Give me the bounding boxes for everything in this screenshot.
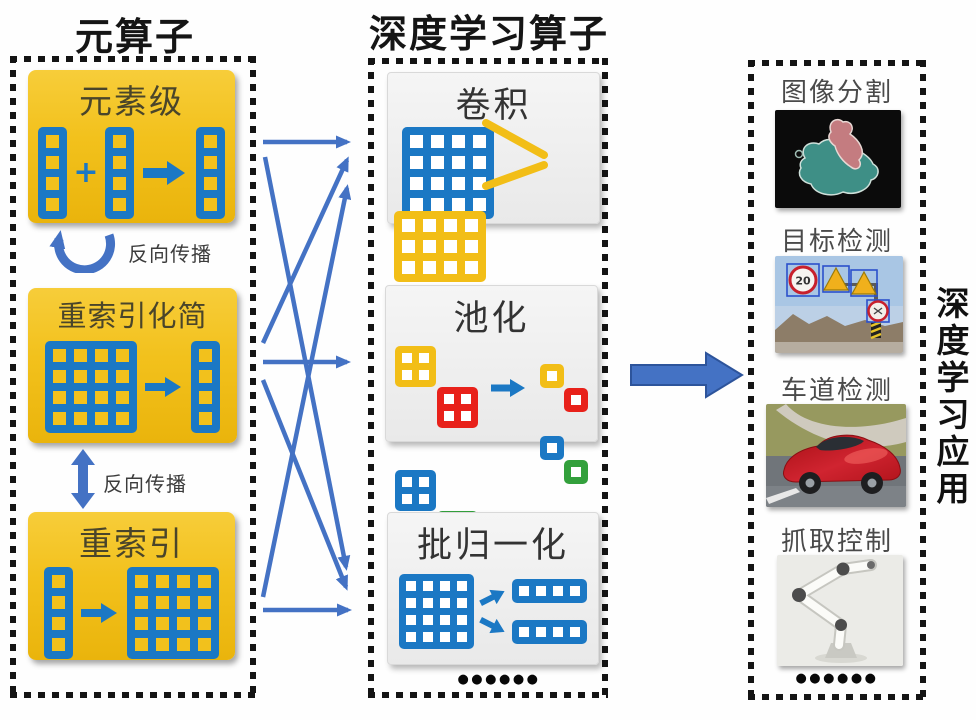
batchnorm-output-rows	[512, 579, 587, 644]
convolution-icon	[394, 119, 593, 372]
blue-grid-icon	[395, 470, 436, 511]
object-detection-label: 目标检测	[780, 227, 893, 257]
bbox	[822, 265, 850, 293]
operators-to-applications-arrow	[630, 351, 744, 399]
reindex-label: 重索引	[79, 524, 184, 563]
red-cell-icon	[564, 387, 588, 412]
arrow-reindexreduce-to-batchnorm	[260, 379, 349, 591]
arrow-reindex-to-conv	[260, 184, 352, 598]
convolution-label: 卷积	[455, 86, 532, 126]
batchnorm-label: 批归一化	[416, 526, 569, 566]
bbox	[866, 299, 890, 323]
operator-mapping-arrows	[260, 135, 352, 617]
plus-icon: +	[73, 155, 99, 190]
yellow-grid-icon	[395, 346, 436, 387]
dl-operators-ellipsis: ●●●●●●	[457, 672, 541, 687]
pooling-icon	[386, 346, 597, 552]
kernel-window-grid-icon	[394, 211, 486, 282]
pooling-output-grid	[540, 363, 588, 484]
reindex-icon	[28, 567, 235, 659]
red-car-body	[783, 434, 901, 483]
vector-grid-icon	[38, 127, 68, 219]
backprop-double-arrow-icon	[71, 449, 95, 509]
convolution-box: 卷积	[387, 72, 600, 372]
pooling-box: 池化	[385, 285, 598, 552]
vector-grid-icon	[44, 567, 73, 659]
segmentation-label: 图像分割	[780, 78, 893, 108]
yellow-cell-icon	[540, 363, 564, 388]
segmentation-image	[775, 110, 901, 208]
matrix-grid-icon	[45, 341, 137, 433]
element-wise-box: 元素级 +	[28, 70, 235, 223]
meta-operators-title: 元算子	[74, 15, 195, 59]
element-wise-label: 元素级	[79, 82, 184, 121]
pooling-input-grids	[395, 346, 478, 552]
dl-operators-title: 深度学习算子	[368, 12, 609, 56]
object-detection-image: 20	[775, 256, 903, 353]
grasp-control-label: 抓取控制	[780, 527, 893, 557]
speed-limit-text: 20	[795, 275, 811, 288]
grasp-control-image	[777, 555, 903, 666]
right-arrow-icon	[142, 161, 185, 185]
reindex-box: 重索引	[28, 512, 235, 660]
right-arrow-icon	[145, 377, 181, 397]
diverge-arrows	[479, 589, 507, 634]
row-vector-icon	[512, 620, 587, 644]
reindex-reduce-label: 重索引化简	[57, 299, 208, 333]
element-wise-icon: +	[28, 127, 235, 219]
down-right-arrow-icon	[479, 616, 505, 634]
right-arrow-icon	[81, 603, 117, 623]
pink-mask-blob	[828, 118, 863, 170]
vector-grid-icon	[191, 341, 220, 433]
arrow-reindexreduce-to-conv	[260, 156, 350, 344]
backprop-curved-arrow-icon	[49, 230, 116, 273]
matrix-grid-icon	[399, 574, 474, 649]
right-arrow-icon	[491, 378, 525, 397]
convolution-funnel-icon	[482, 119, 548, 190]
lane-detection-label: 车道检测	[780, 376, 893, 406]
red-grid-icon	[437, 387, 478, 428]
vector-grid-icon	[195, 127, 225, 219]
backprop-label-2: 反向传播	[103, 472, 187, 496]
bbox	[786, 263, 820, 297]
matrix-grid-icon	[127, 567, 219, 659]
up-right-arrow-icon	[479, 589, 505, 607]
green-cell-icon	[564, 459, 588, 484]
applications-ellipsis: ●●●●●●	[795, 671, 879, 686]
pooling-label: 池化	[453, 299, 530, 339]
backprop-label-1: 反向传播	[128, 242, 212, 266]
bbox	[850, 269, 878, 297]
batchnorm-icon	[388, 574, 598, 649]
vector-grid-icon	[104, 127, 134, 219]
input-matrix-grid-icon	[402, 127, 494, 219]
lane-detection-image	[766, 404, 906, 507]
dl-applications-title: 深度学习应用	[931, 286, 970, 508]
row-vector-icon	[512, 579, 587, 603]
blue-cell-icon	[540, 435, 564, 460]
reindex-reduce-icon	[28, 341, 237, 433]
reindex-reduce-box: 重索引化简	[28, 288, 237, 443]
batchnorm-box: 批归一化	[387, 512, 599, 665]
